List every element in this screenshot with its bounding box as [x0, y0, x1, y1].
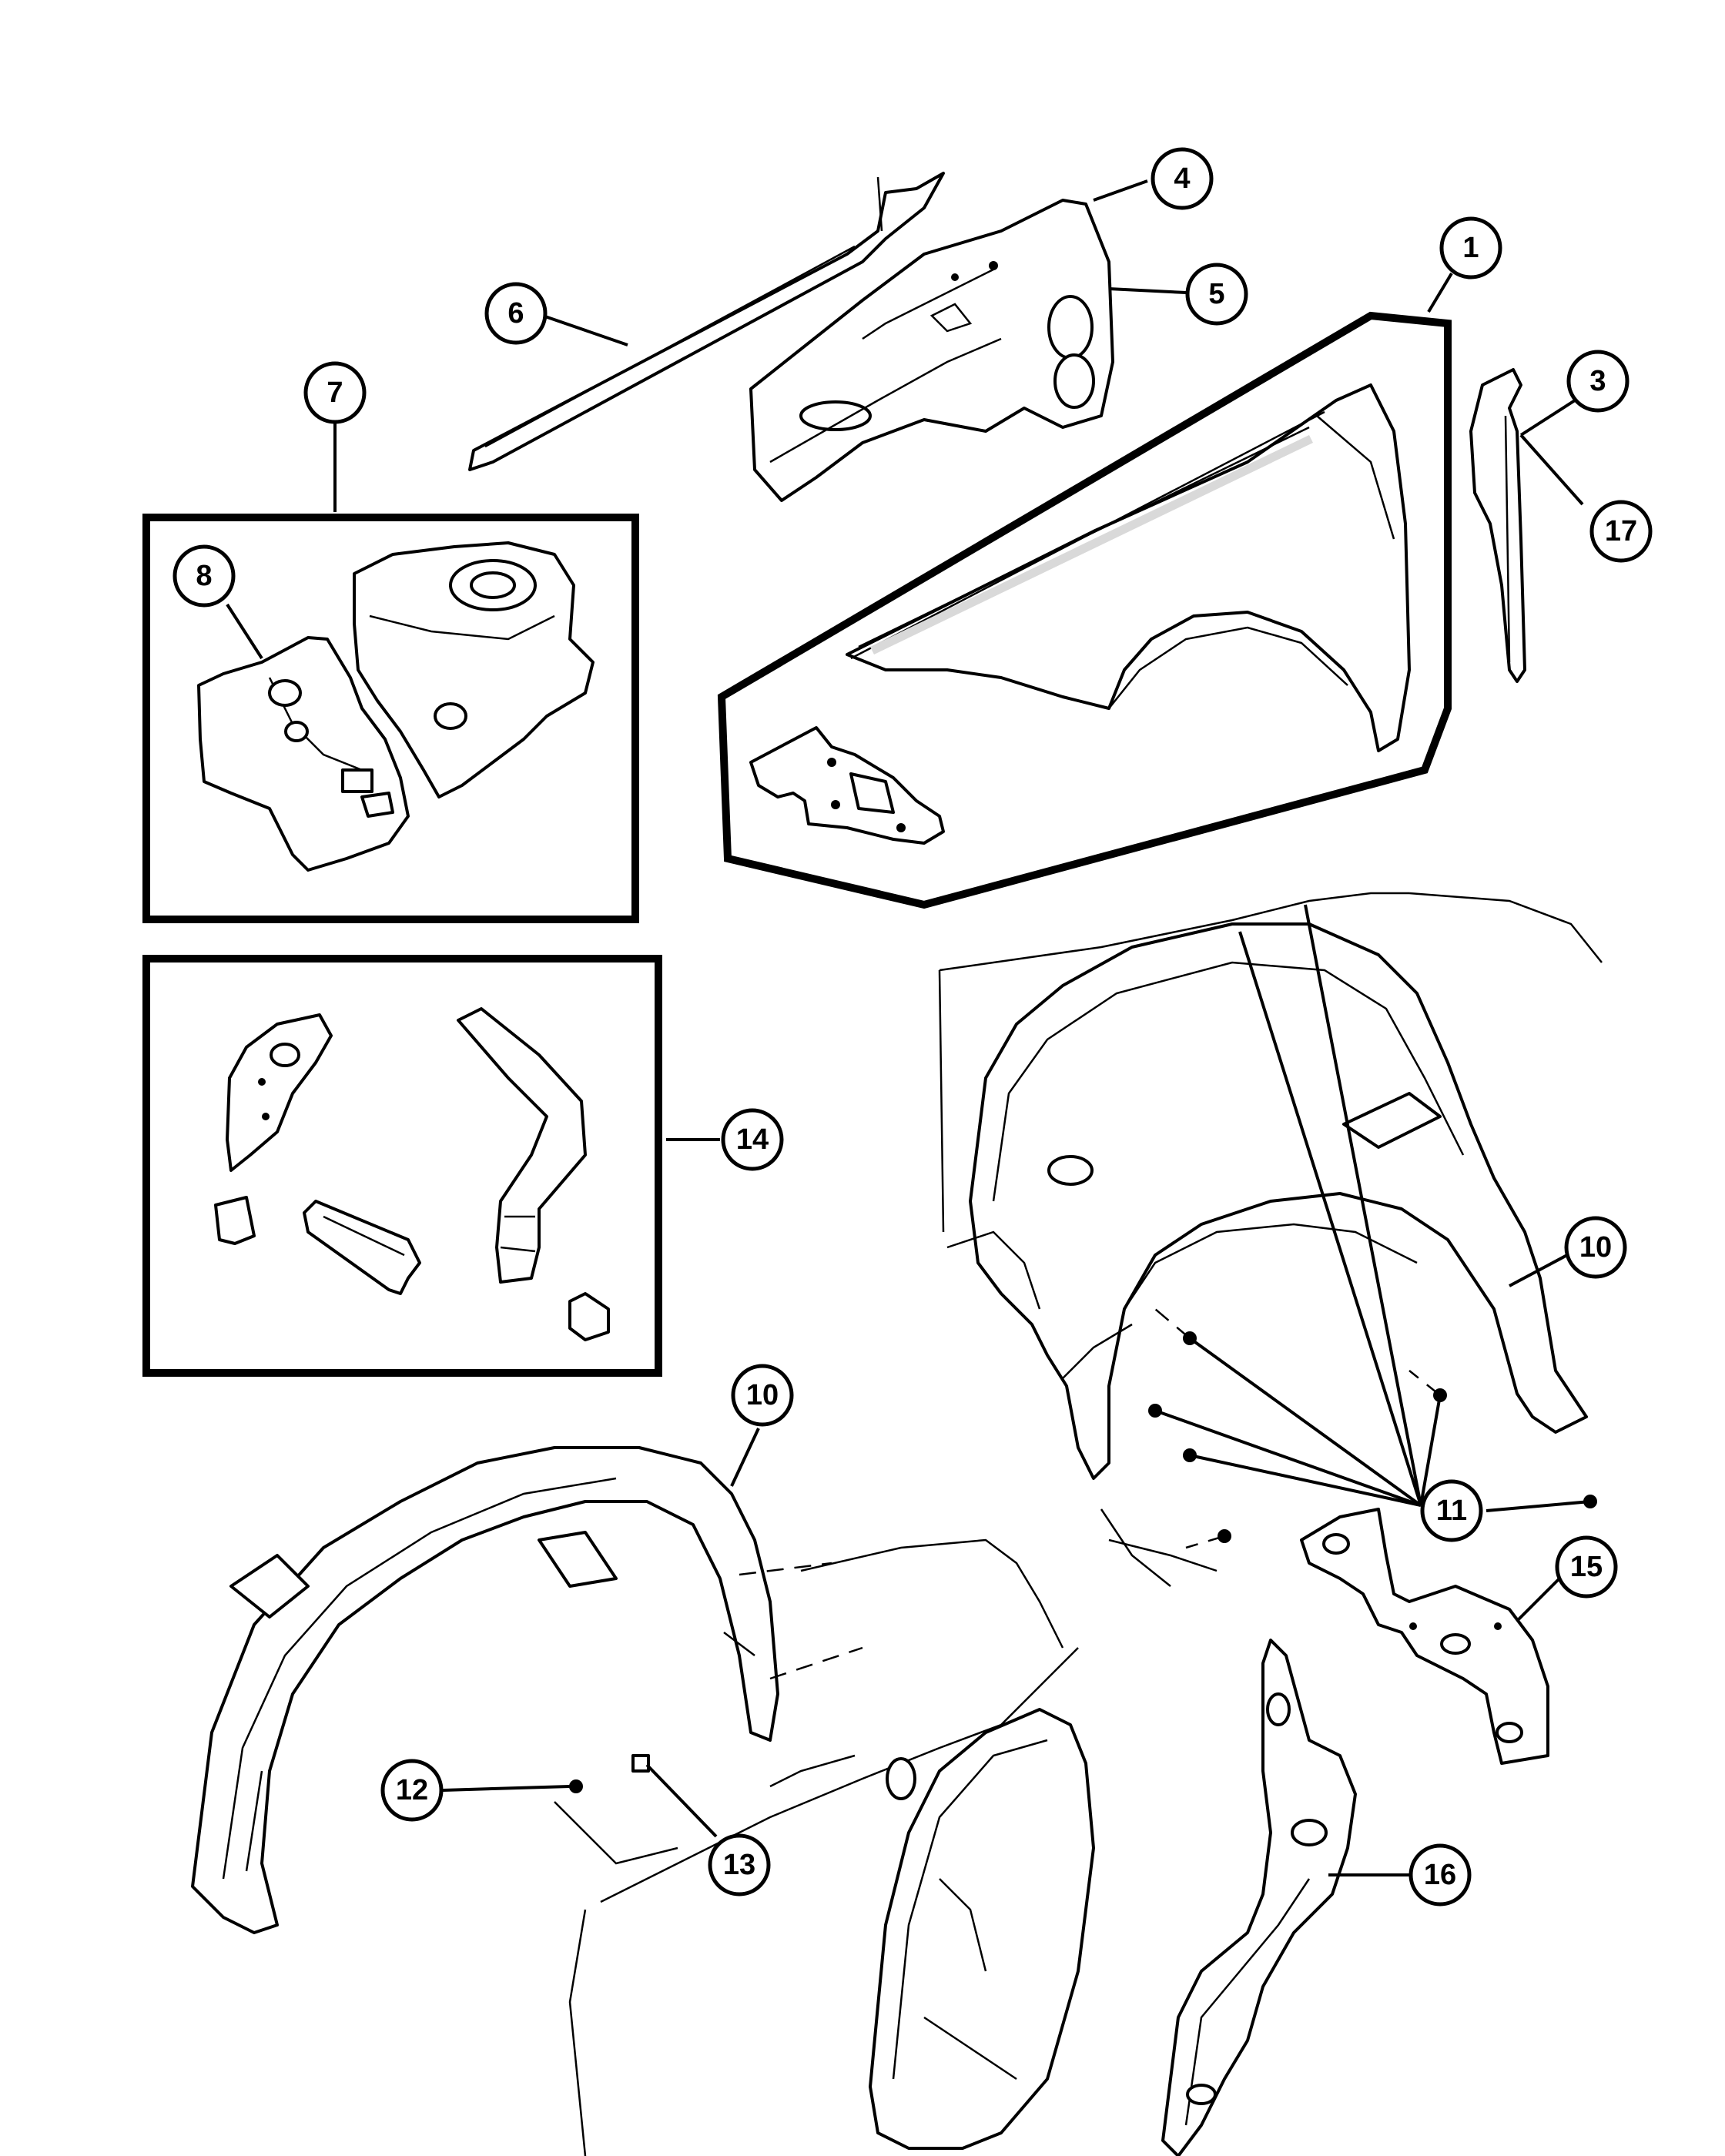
- callout-14-label: 14: [736, 1123, 769, 1156]
- callout-11: 11: [1420, 1479, 1483, 1542]
- callout-3: 3: [1566, 350, 1630, 413]
- callout-12-label: 12: [396, 1774, 428, 1806]
- part-10-upper-liner-assembly: [938, 892, 1603, 1587]
- callout-10-upper-label: 10: [1579, 1231, 1612, 1264]
- part-3-17-seal: [1469, 368, 1526, 683]
- part-16-rail: [1161, 1639, 1357, 2156]
- callout-5-label: 5: [1208, 278, 1224, 310]
- callout-4-label: 4: [1174, 162, 1190, 195]
- callout-13: 13: [708, 1833, 771, 1897]
- part-4-5-shock-tower-panel: [749, 199, 1114, 502]
- callout-7-label: 7: [327, 377, 343, 409]
- callout-17-label: 17: [1605, 515, 1637, 547]
- callout-7: 7: [303, 361, 367, 424]
- part-6-rail: [468, 172, 945, 471]
- callout-8-label: 8: [196, 560, 212, 592]
- part-10-lower-liner-assembly: [191, 1446, 1095, 2156]
- callout-10-upper: 10: [1564, 1216, 1627, 1279]
- callout-8: 8: [172, 544, 236, 608]
- callout-11-label: 11: [1436, 1495, 1467, 1527]
- part-15-bracket: [1300, 1508, 1549, 1765]
- group-14-box: [142, 955, 662, 1377]
- callout-6-label: 6: [507, 297, 524, 330]
- callout-15: 15: [1555, 1535, 1618, 1599]
- callout-1: 1: [1439, 216, 1502, 280]
- callout-5: 5: [1185, 263, 1248, 326]
- callout-13-label: 13: [723, 1849, 755, 1881]
- callout-10-lower: 10: [731, 1364, 794, 1427]
- callout-16: 16: [1408, 1843, 1472, 1907]
- callout-4: 4: [1151, 147, 1214, 210]
- callout-10-lower-label: 10: [746, 1379, 779, 1411]
- callout-15-label: 15: [1570, 1551, 1603, 1583]
- leader-lines: [226, 179, 1591, 1876]
- callout-1-label: 1: [1462, 232, 1479, 264]
- group-1-fender: [717, 311, 1452, 909]
- callout-3-label: 3: [1589, 365, 1606, 397]
- callout-14: 14: [721, 1108, 784, 1171]
- callout-17: 17: [1589, 500, 1653, 563]
- callout-16-label: 16: [1424, 1859, 1456, 1891]
- callout-6: 6: [484, 282, 548, 345]
- callout-12: 12: [380, 1759, 444, 1822]
- group-7-box: [142, 514, 639, 923]
